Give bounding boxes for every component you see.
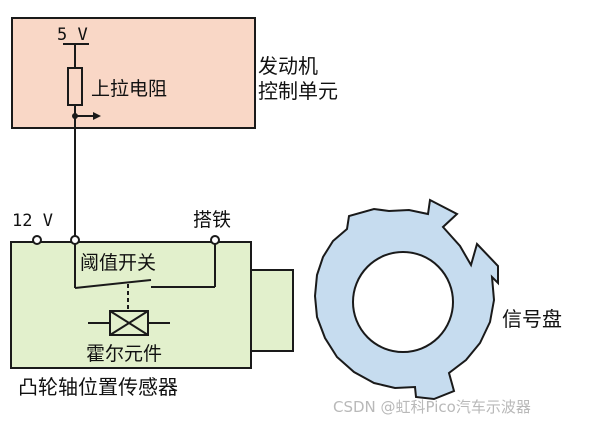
sensor-title: 凸轮轴位置传感器 — [18, 375, 178, 399]
signal-disc — [313, 198, 499, 401]
disc-label: 信号盘 — [502, 307, 562, 331]
hall-cross-2 — [109, 310, 149, 336]
switch-blade — [74, 279, 152, 289]
resistor-label: 上拉电阻 — [91, 78, 167, 100]
ecu-signal-arrow — [93, 112, 101, 120]
switch-label: 阈值开关 — [80, 252, 156, 274]
sensor-supply-label: 12 V — [12, 211, 53, 231]
ecu-title-line2: 控制单元 — [258, 79, 338, 103]
ecu-supply-label: 5 V — [57, 25, 88, 45]
signal-terminal — [70, 235, 80, 245]
ecu-box — [11, 17, 256, 129]
sensor-tip — [250, 269, 294, 352]
ground-terminal — [210, 235, 220, 245]
sensor-supply-terminal — [32, 235, 42, 245]
hall-label: 霍尔元件 — [86, 343, 162, 365]
ground-label: 搭铁 — [193, 209, 231, 231]
ecu-title-line1: 发动机 — [258, 54, 318, 78]
watermark-text: CSDN @虹科Pico汽车示波器 — [333, 398, 531, 416]
